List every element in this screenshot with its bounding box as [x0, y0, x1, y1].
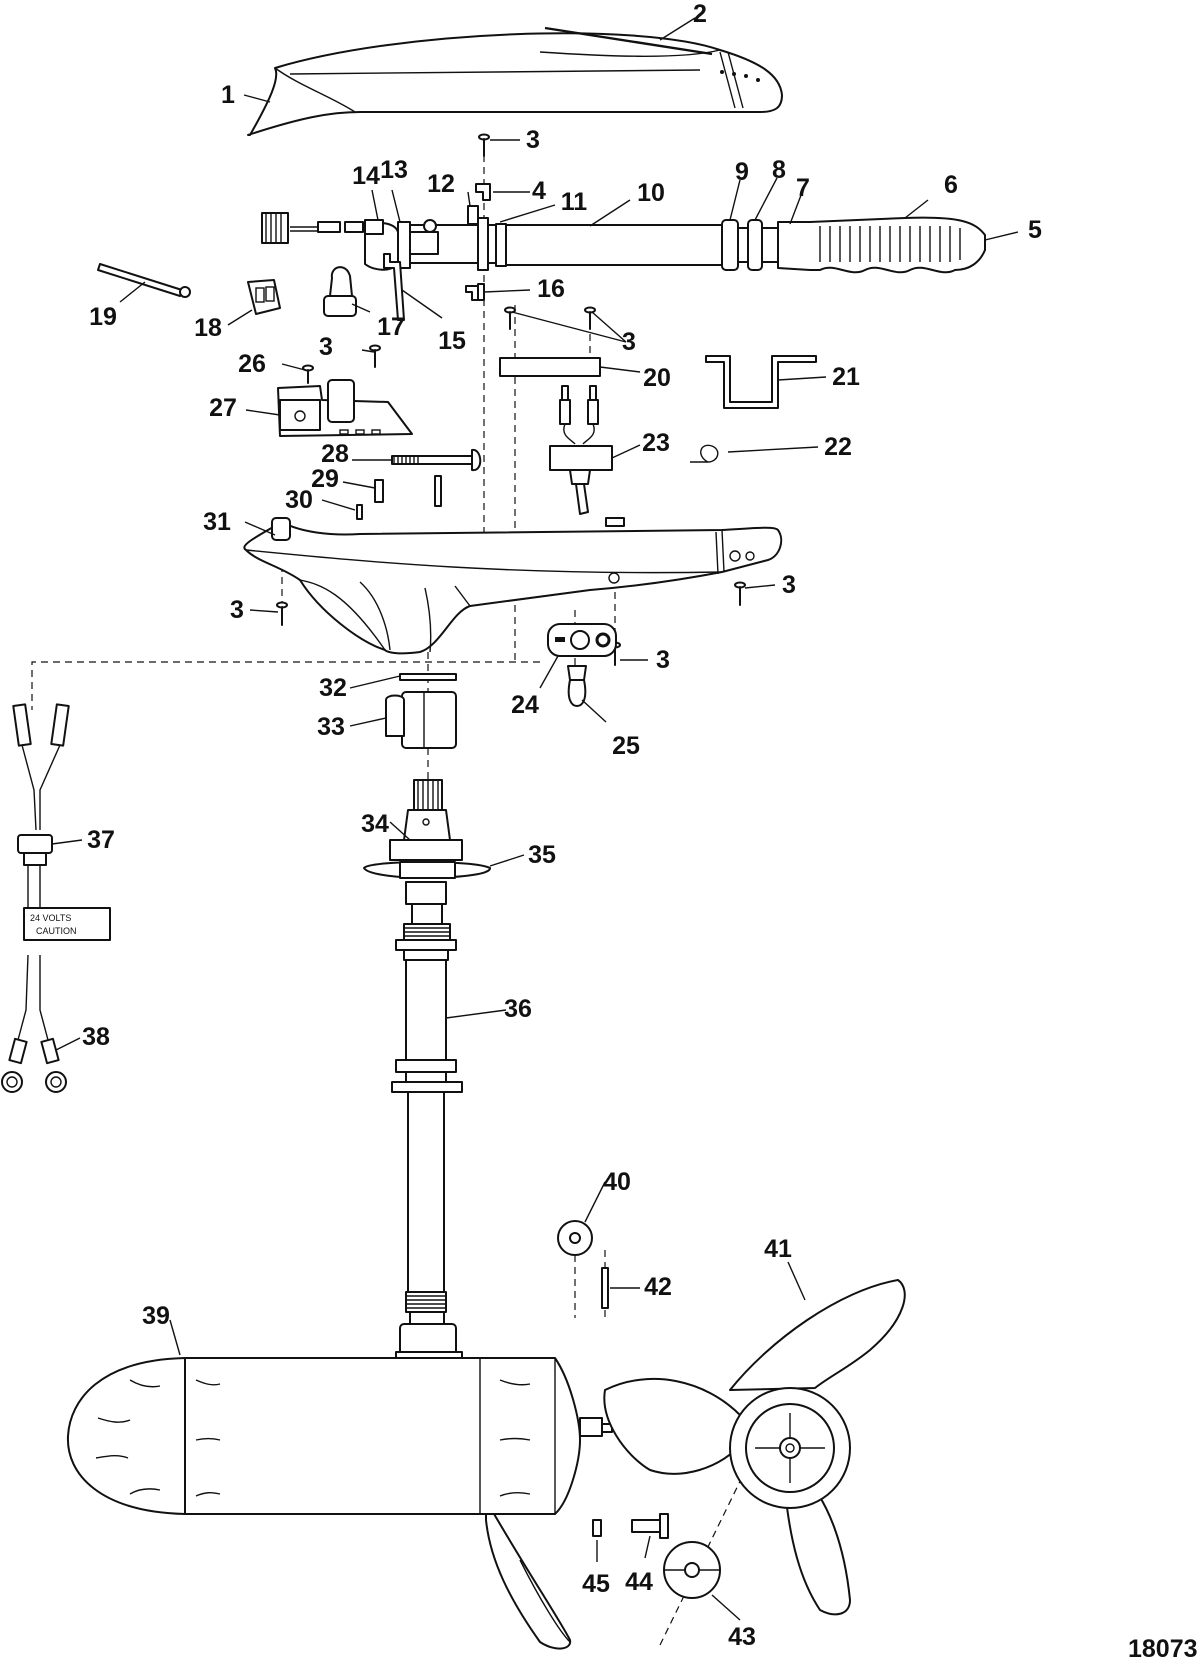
thrust-washer [557, 1220, 593, 1256]
callout-22: 22 [824, 433, 852, 461]
screw [504, 306, 516, 330]
cable-tie [97, 263, 191, 298]
switch [549, 385, 613, 515]
callout-numbers: 1 2 3 4 5 6 7 8 9 10 11 12 13 14 15 16 1… [82, 0, 1042, 1651]
screw [734, 581, 746, 606]
pin [374, 475, 442, 507]
callout-21: 21 [832, 363, 860, 391]
circuit-board [277, 379, 413, 437]
callout-1: 1 [221, 81, 235, 109]
callout-3d: 3 [782, 571, 796, 599]
screw [302, 364, 314, 384]
warning-tag-line2: CAUTION [36, 926, 77, 936]
callout-28: 28 [321, 440, 349, 468]
callout-27: 27 [209, 394, 237, 422]
top-cover [247, 32, 783, 136]
callout-41: 41 [764, 1235, 792, 1263]
callout-3c: 3 [319, 333, 333, 361]
propeller [603, 1279, 906, 1616]
wire-bundle [413, 779, 443, 811]
callout-40: 40 [603, 1168, 631, 1196]
motor-fin [485, 1499, 572, 1650]
connector-plug [247, 279, 281, 315]
screw [276, 601, 288, 626]
callout-3b: 3 [622, 328, 636, 356]
callout-38: 38 [82, 1023, 110, 1051]
knob [567, 665, 587, 707]
figure-number: 18073 [1128, 1635, 1198, 1663]
callout-11: 11 [561, 188, 588, 216]
callout-12: 12 [427, 170, 455, 198]
callout-17: 17 [377, 313, 405, 341]
screw [369, 344, 381, 368]
callout-9: 9 [735, 158, 749, 186]
callout-10: 10 [637, 179, 665, 207]
callout-3f: 3 [656, 646, 670, 674]
hair-pin-clip [690, 444, 719, 463]
thrust-plate [363, 861, 492, 879]
motor-housing [66, 1323, 613, 1515]
warning-tag: 24 VOLTS CAUTION [23, 907, 111, 941]
clip [475, 183, 491, 201]
callout-2: 2 [693, 0, 707, 28]
drive-pin [601, 1267, 609, 1309]
screw [478, 133, 490, 157]
shaft-tube-upper [395, 881, 457, 1083]
base-housing [243, 517, 783, 655]
callout-20: 20 [643, 364, 671, 392]
warning-tag-line1: 24 VOLTS [30, 913, 71, 923]
callout-34: 34 [361, 810, 389, 838]
callout-36: 36 [504, 995, 532, 1023]
callout-45: 45 [582, 1570, 610, 1598]
callout-13: 13 [380, 156, 408, 184]
callout-30: 30 [285, 486, 313, 514]
callout-29: 29 [311, 465, 339, 493]
callout-7: 7 [796, 174, 810, 202]
shaft-top [389, 809, 463, 861]
callout-3e: 3 [230, 596, 244, 624]
callout-23: 23 [642, 429, 670, 457]
wire-nut [323, 266, 357, 317]
bolt [391, 449, 482, 472]
mounting-bracket [705, 355, 817, 409]
shear-pin [592, 1519, 602, 1537]
callout-24: 24 [511, 691, 539, 719]
callout-31: 31 [203, 508, 231, 536]
cover-decal [544, 26, 713, 56]
callout-42: 42 [644, 1273, 672, 1301]
callout-6: 6 [944, 171, 958, 199]
propeller-nut [663, 1541, 721, 1599]
handle-assembly [261, 205, 986, 321]
callout-16: 16 [537, 275, 565, 303]
callout-5: 5 [1028, 216, 1042, 244]
strap [499, 357, 601, 377]
callout-25: 25 [612, 732, 640, 760]
callout-33: 33 [317, 713, 345, 741]
propeller-screw [631, 1513, 669, 1539]
callout-39: 39 [142, 1302, 170, 1330]
callout-43: 43 [728, 1623, 756, 1651]
callout-14: 14 [352, 162, 380, 190]
callout-18: 18 [194, 314, 222, 342]
callout-35: 35 [528, 841, 556, 869]
shaft-tube-lower [391, 1081, 463, 1325]
pin [356, 504, 363, 520]
callout-4: 4 [532, 177, 546, 205]
indicator-plate [547, 623, 617, 657]
screw [584, 306, 596, 330]
callout-37: 37 [87, 826, 115, 854]
callout-15: 15 [438, 327, 466, 355]
washer [399, 673, 457, 681]
callout-8: 8 [772, 156, 786, 184]
callout-26: 26 [238, 350, 266, 378]
callout-32: 32 [319, 674, 347, 702]
clip [465, 283, 485, 301]
callout-44: 44 [625, 1568, 653, 1596]
callout-3: 3 [526, 126, 540, 154]
leader-lines [51, 17, 1019, 1621]
callout-19: 19 [89, 303, 117, 331]
power-leads [1, 703, 70, 1093]
collar [385, 691, 457, 749]
